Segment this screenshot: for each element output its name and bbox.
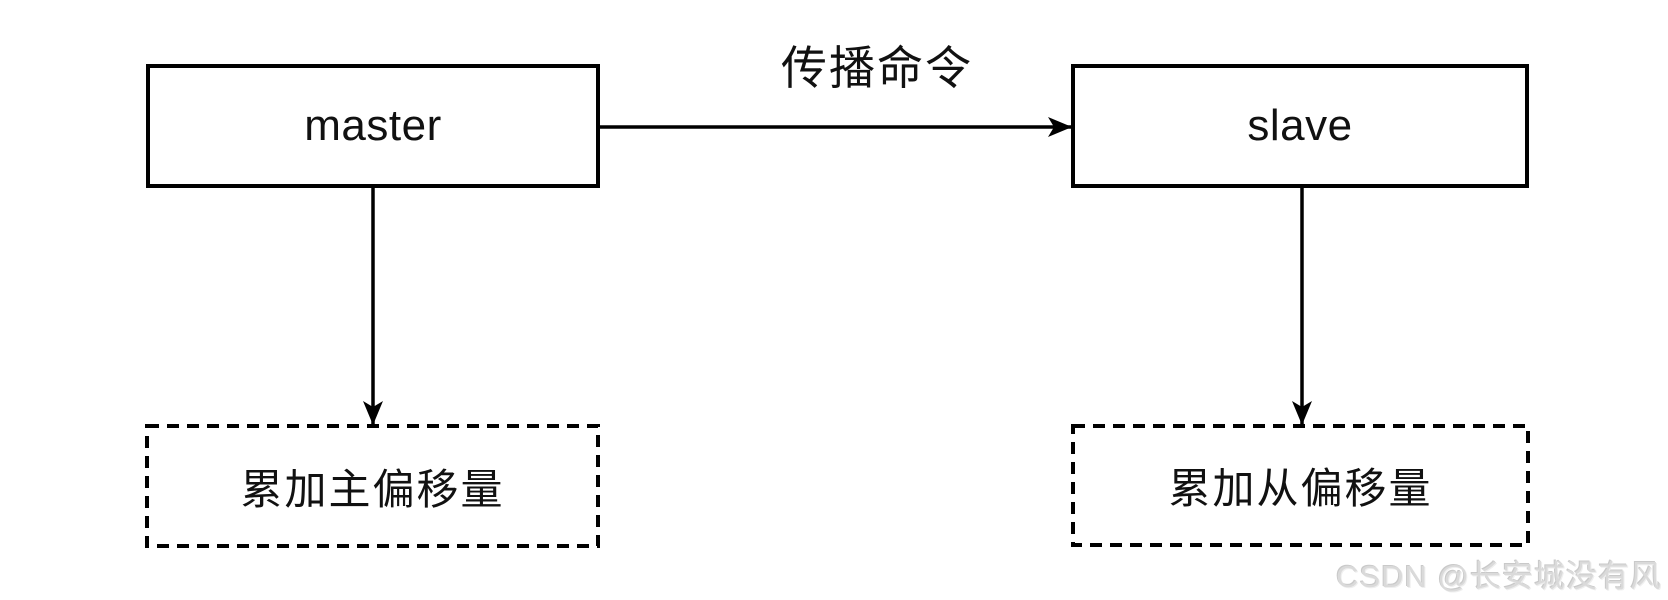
node-master-offset-box [145, 424, 600, 548]
node-slave-label: slave [1247, 101, 1353, 150]
node-master-label: master [304, 101, 442, 150]
node-master-box [146, 64, 600, 188]
watermark: CSDN @长安城没有风 [1336, 559, 1662, 594]
node-master-offset-label: 累加主偏移量 [240, 465, 505, 513]
edge-propagate-command-label: 传播命令 [781, 42, 973, 94]
node-slave-offset-label: 累加从偏移量 [1168, 465, 1433, 512]
node-slave-box [1071, 64, 1529, 188]
node-slave-offset-box [1071, 424, 1530, 547]
